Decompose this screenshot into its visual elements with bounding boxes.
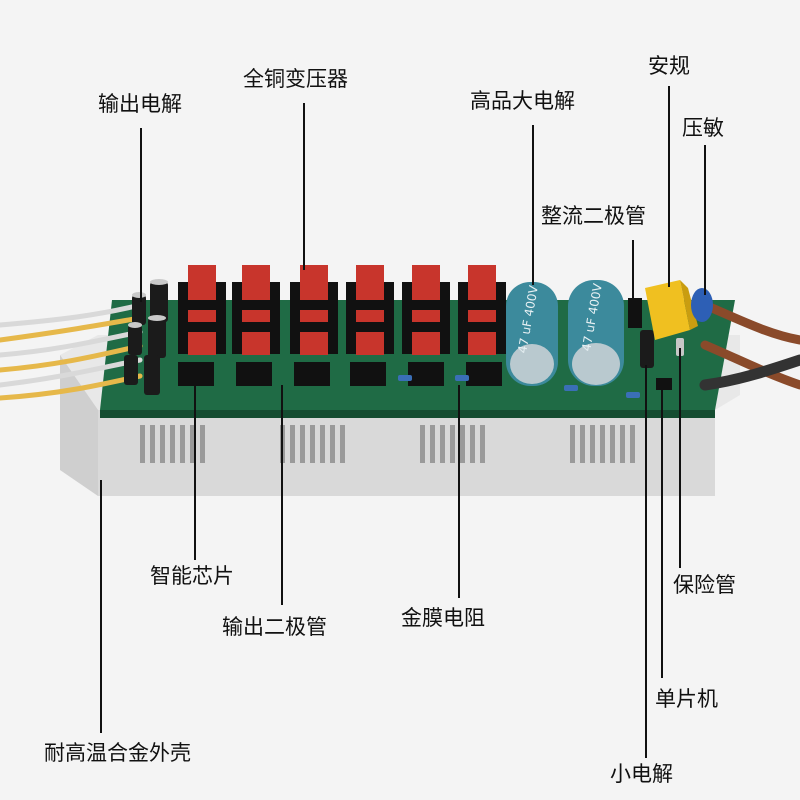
label-output-diode: 输出二极管: [222, 615, 327, 639]
label-rectifier-diode: 整流二极管: [541, 204, 646, 228]
leader-lines: [100, 86, 706, 758]
label-output-electrolytic: 输出电解: [98, 92, 182, 116]
label-premium-electrolytic: 高品大电解: [470, 89, 575, 113]
output-electrolytic-capacitors: [124, 279, 168, 395]
label-copper-transformer: 全铜变压器: [243, 67, 348, 91]
transformer: [232, 265, 280, 355]
transformer: [458, 265, 506, 355]
label-mcu: 单片机: [655, 687, 718, 711]
label-fuse: 保险管: [673, 573, 736, 597]
capacitor: 47 uF 400V: [568, 280, 624, 386]
label-metal-film-resistor: 金膜电阻: [401, 606, 485, 630]
premium-electrolytic-capacitors: 47 uF 400V 47 uF 400V: [506, 280, 624, 386]
transformer: [402, 265, 450, 355]
transformers: [178, 265, 506, 355]
label-smart-chip: 智能芯片: [150, 564, 234, 588]
transformer: [290, 265, 338, 355]
label-varistor: 压敏: [682, 116, 724, 140]
varistor: [691, 288, 713, 322]
resistors: [398, 375, 640, 398]
wires: [0, 300, 800, 401]
label-housing: 耐高温合金外壳: [44, 741, 191, 765]
transformer: [178, 265, 226, 355]
capacitor: 47 uF 400V: [506, 282, 558, 386]
small-electrolytic-capacitor: [640, 330, 654, 368]
label-small-electrolytic: 小电解: [610, 762, 673, 786]
label-safety-cap: 安规: [648, 54, 690, 78]
rectifier-diode: [628, 298, 642, 328]
fuse: [676, 338, 684, 356]
transformer: [346, 265, 394, 355]
smart-chips: [178, 362, 502, 386]
mcu-chip: [656, 378, 672, 390]
safety-capacitor: [645, 280, 698, 340]
